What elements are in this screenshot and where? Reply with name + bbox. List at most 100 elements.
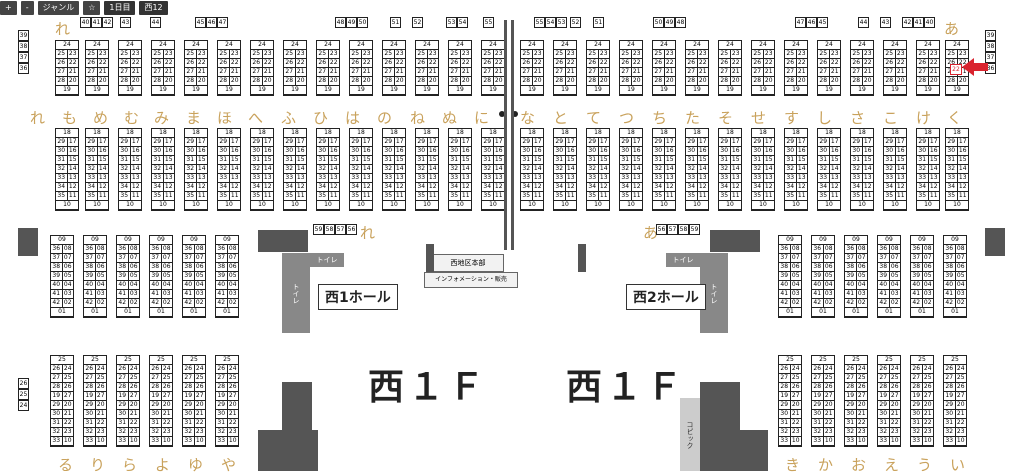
booth-space[interactable]: 29 <box>56 138 68 146</box>
booth-space[interactable]: 26 <box>752 59 764 67</box>
booth-space[interactable]: 24 <box>126 41 134 48</box>
booth-space[interactable]: 05 <box>63 272 72 279</box>
booth-space[interactable]: 22 <box>228 419 237 426</box>
booth-space[interactable]: 27 <box>284 68 296 76</box>
booth-space[interactable]: 03 <box>195 290 204 297</box>
booth-space[interactable]: 22 <box>566 59 575 66</box>
booth-space[interactable]: 36 <box>812 245 824 253</box>
booth-space[interactable]: 08 <box>129 245 138 252</box>
booth-space[interactable]: 41 <box>944 290 956 298</box>
booth-space[interactable]: 10 <box>953 201 961 208</box>
booth-space[interactable]: 26 <box>162 383 171 390</box>
space-number[interactable]: 40 <box>80 17 91 28</box>
booth-space[interactable]: 03 <box>129 290 138 297</box>
booth-space[interactable]: 33 <box>911 437 923 445</box>
booth-space[interactable]: 06 <box>63 263 72 270</box>
booth-space[interactable]: 30 <box>851 147 863 155</box>
booth-space[interactable]: 37 <box>911 254 923 262</box>
booth-space[interactable]: 17 <box>362 138 371 145</box>
booth-space[interactable]: 14 <box>164 165 173 172</box>
space-number[interactable]: 42 <box>102 17 113 28</box>
booth-space[interactable]: 23 <box>830 50 839 57</box>
booth-space[interactable]: 20 <box>533 77 542 84</box>
booth-space[interactable]: 09 <box>91 236 99 243</box>
booth-space[interactable]: 28 <box>620 77 632 85</box>
booth-space[interactable]: 33 <box>521 174 533 182</box>
booth-space[interactable]: 28 <box>884 77 896 85</box>
booth-space[interactable]: 18 <box>924 129 932 136</box>
booth-space[interactable]: 18 <box>759 129 767 136</box>
booth-space[interactable]: 08 <box>956 245 965 252</box>
booth-space[interactable]: 23 <box>197 50 206 57</box>
booth-space[interactable]: 27 <box>923 392 932 399</box>
booth-space[interactable]: 30 <box>719 147 731 155</box>
booth-space[interactable]: 21 <box>296 68 305 75</box>
booth-space[interactable]: 15 <box>764 156 773 163</box>
booth-space[interactable]: 01 <box>190 308 198 315</box>
booth-space[interactable]: 20 <box>929 77 938 84</box>
booth-space[interactable]: 29 <box>851 138 863 146</box>
booth-space[interactable]: 10 <box>693 201 701 208</box>
booth-space[interactable]: 29 <box>752 138 764 146</box>
booth-space[interactable]: 10 <box>63 201 71 208</box>
booth-space[interactable]: 23 <box>162 428 171 435</box>
booth-space[interactable]: 17 <box>632 138 641 145</box>
booth-space[interactable]: 10 <box>857 437 866 444</box>
booth-space[interactable]: 35 <box>284 192 296 200</box>
booth-space[interactable]: 24 <box>857 365 866 372</box>
booth-space[interactable]: 06 <box>890 263 899 270</box>
booth-space[interactable]: 15 <box>263 156 272 163</box>
booth-space[interactable]: 32 <box>150 428 162 436</box>
booth-space[interactable]: 21 <box>230 68 239 75</box>
booth-space[interactable]: 30 <box>86 147 98 155</box>
booth-space[interactable]: 21 <box>63 410 72 417</box>
booth-space[interactable]: 25 <box>587 50 599 58</box>
booth-space[interactable]: 34 <box>587 183 599 191</box>
booth-space[interactable]: 21 <box>461 68 470 75</box>
booth-space[interactable]: 12 <box>698 183 707 190</box>
space-number[interactable]: 39 <box>985 30 996 41</box>
booth-space[interactable]: 17 <box>494 138 503 145</box>
booth-space[interactable]: 33 <box>218 174 230 182</box>
booth-space[interactable]: 14 <box>632 165 641 172</box>
booth-space[interactable]: 26 <box>129 383 138 390</box>
booth-space[interactable]: 33 <box>119 174 131 182</box>
space-number[interactable]: 46 <box>206 17 217 28</box>
booth-space[interactable]: 32 <box>251 165 263 173</box>
booth-space[interactable]: 12 <box>164 183 173 190</box>
booth-space[interactable]: 26 <box>416 59 428 67</box>
booth-space[interactable]: 24 <box>825 41 833 48</box>
booth-space[interactable]: 24 <box>228 365 237 372</box>
booth-space[interactable]: 13 <box>263 174 272 181</box>
space-number[interactable]: 37 <box>18 52 29 63</box>
booth-space[interactable]: 25 <box>284 50 296 58</box>
booth-space[interactable]: 26 <box>779 365 791 373</box>
booth-space[interactable]: 14 <box>958 165 967 172</box>
booth-space[interactable]: 30 <box>350 147 362 155</box>
booth-space[interactable]: 32 <box>911 428 923 436</box>
booth-space[interactable]: 29 <box>152 138 164 146</box>
booth-space[interactable]: 38 <box>150 263 162 271</box>
booth-space[interactable]: 32 <box>917 165 929 173</box>
booth-space[interactable]: 41 <box>183 290 195 298</box>
booth-space[interactable]: 32 <box>686 165 698 173</box>
space-number[interactable]: 48 <box>335 17 346 28</box>
booth-space[interactable]: 32 <box>185 165 197 173</box>
booth-space[interactable]: 25 <box>791 374 800 381</box>
booth-space[interactable]: 16 <box>929 147 938 154</box>
booth-space[interactable]: 25 <box>884 50 896 58</box>
booth-space[interactable]: 15 <box>698 156 707 163</box>
space-number[interactable]: 53 <box>556 17 567 28</box>
booth-space[interactable]: 16 <box>896 147 905 154</box>
booth-space[interactable]: 25 <box>852 356 860 363</box>
booth-space[interactable]: 35 <box>521 192 533 200</box>
booth-space[interactable]: 22 <box>230 59 239 66</box>
booth-space[interactable]: 29 <box>183 401 195 409</box>
booth-space[interactable]: 27 <box>218 68 230 76</box>
booth-space[interactable]: 35 <box>884 192 896 200</box>
booth-space[interactable]: 10 <box>528 201 536 208</box>
booth-space[interactable]: 17 <box>164 138 173 145</box>
booth-space[interactable]: 28 <box>383 77 395 85</box>
booth-space[interactable]: 29 <box>51 401 63 409</box>
booth-space[interactable]: 22 <box>197 59 206 66</box>
